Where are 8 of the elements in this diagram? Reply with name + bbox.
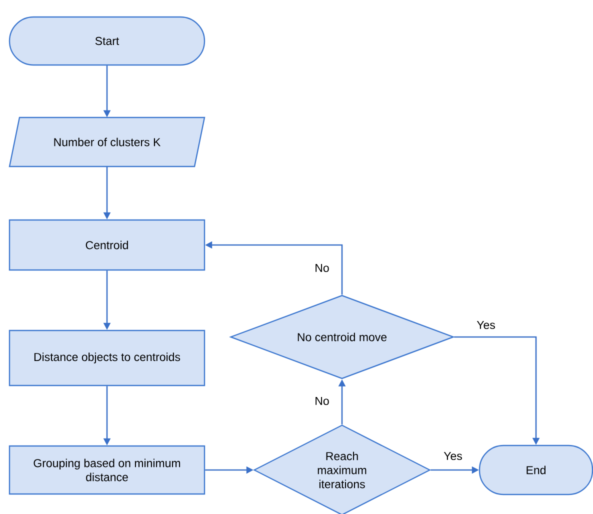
process-box: Centroid [8, 219, 206, 271]
process-box: Grouping based on minimum distance [8, 445, 206, 495]
edge-label: No [314, 262, 330, 273]
input-parallelogram: Number of clusters K [8, 116, 206, 168]
edge-label: No [314, 396, 330, 406]
edge-label: Yes [442, 450, 464, 461]
process-box: Distance objects to centroids [8, 330, 206, 386]
edge-label: Yes [476, 320, 496, 330]
